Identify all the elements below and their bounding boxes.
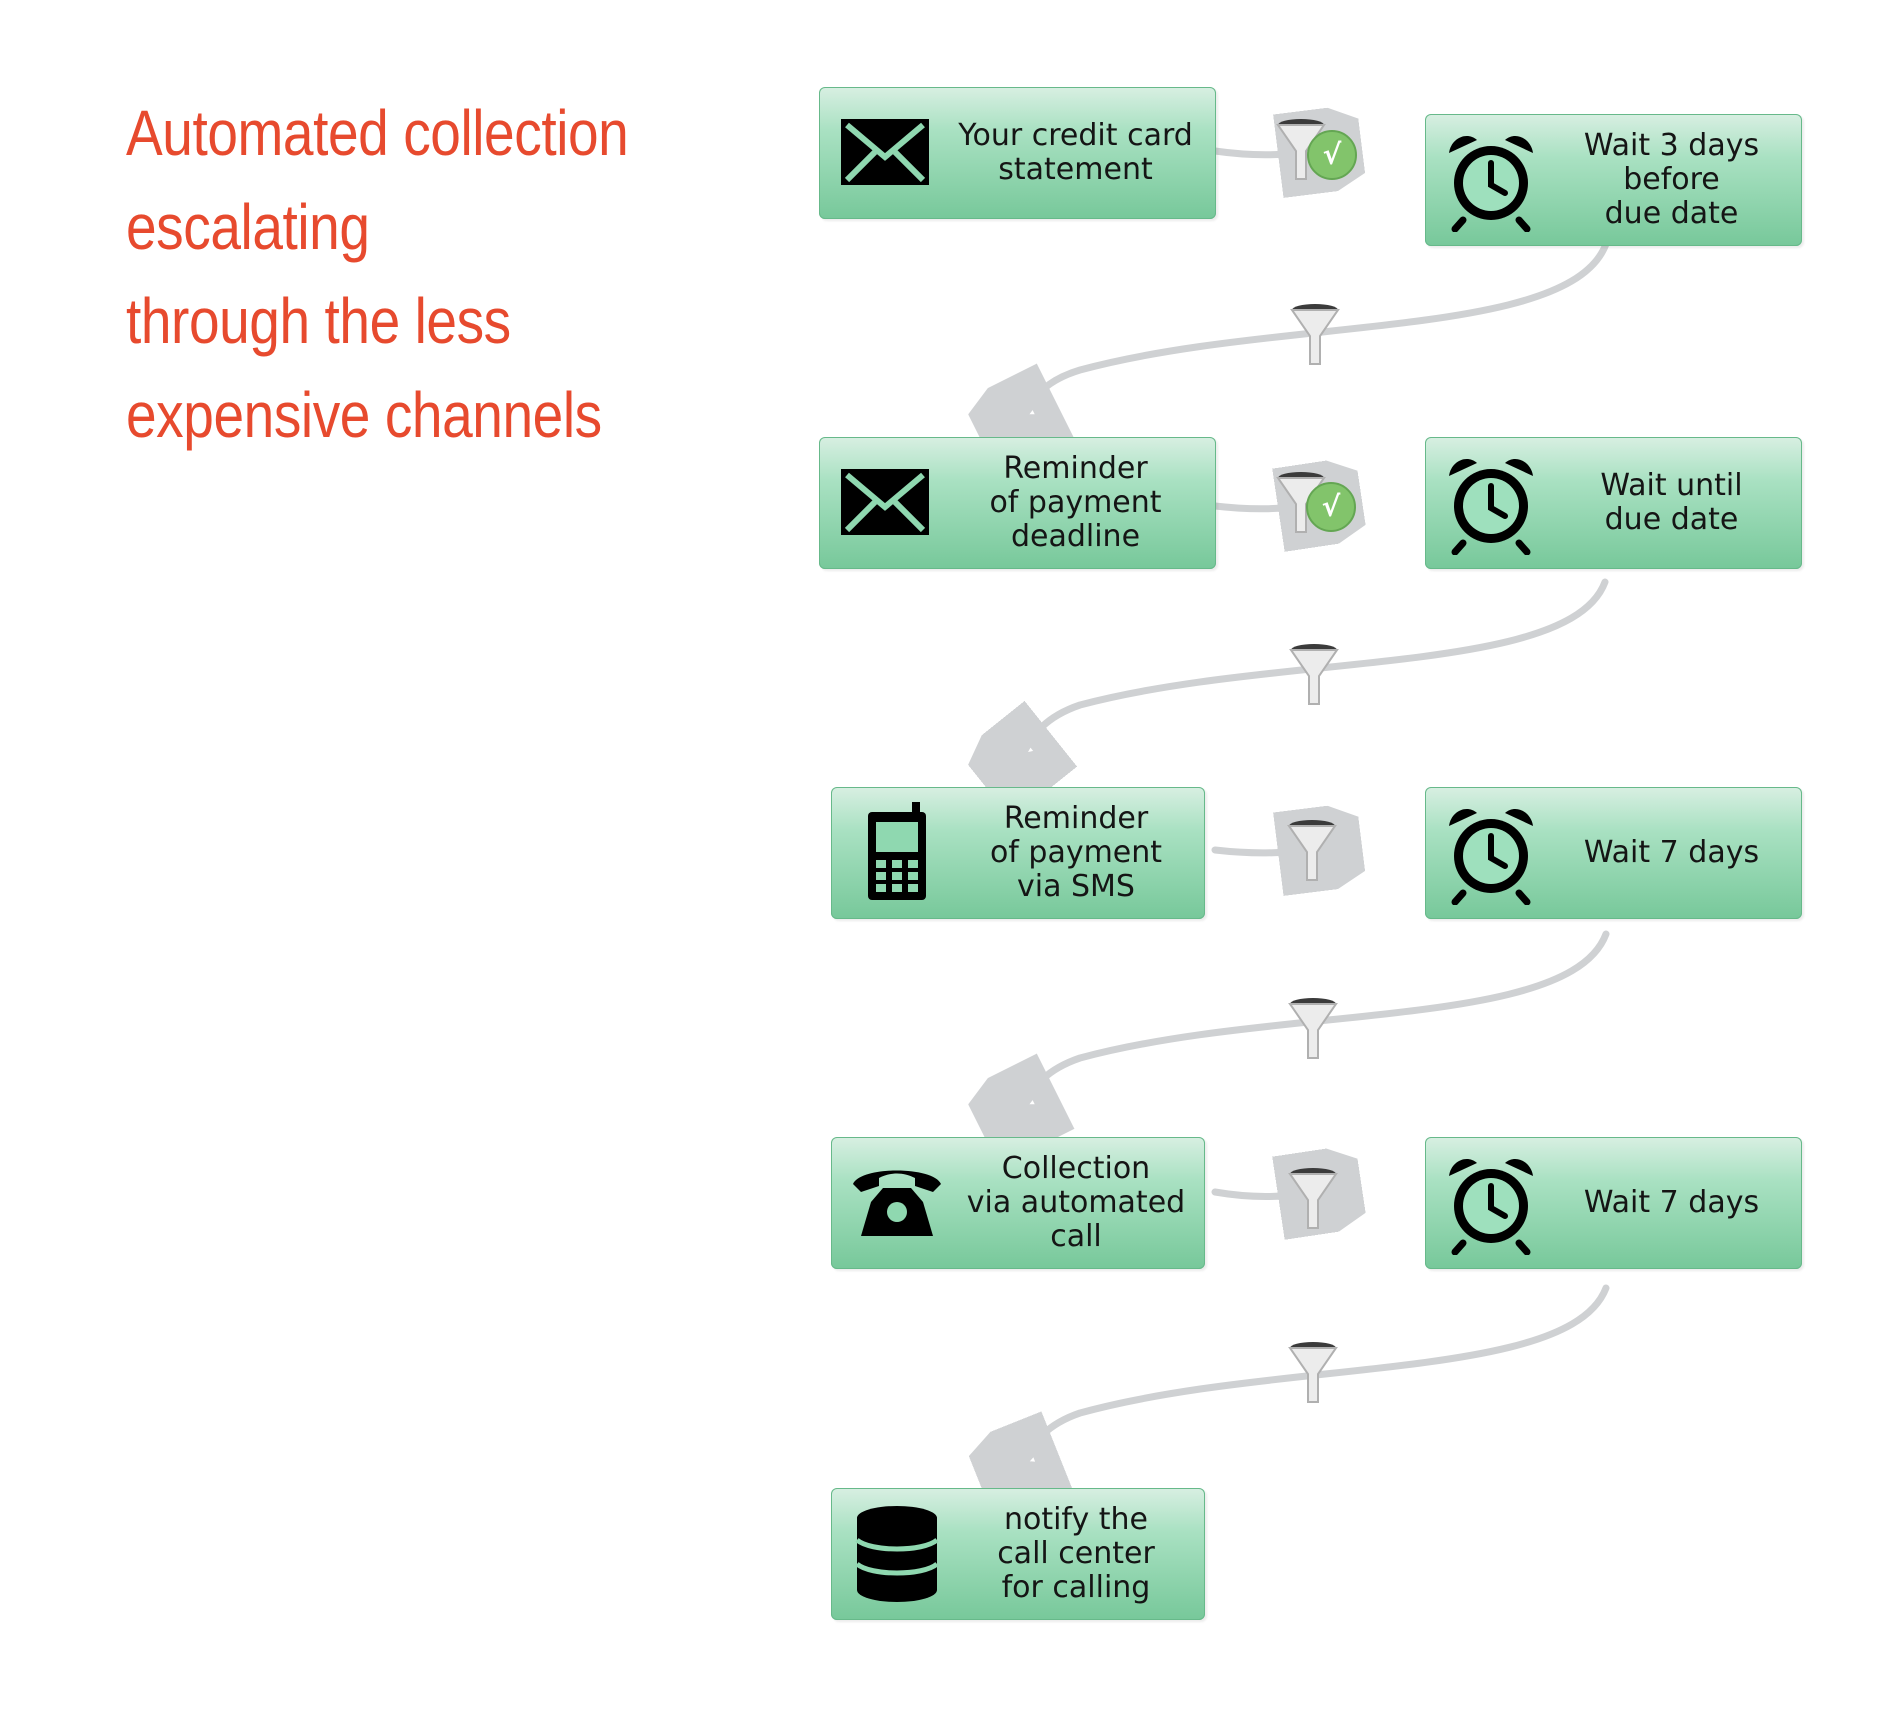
telephone-icon — [847, 1151, 947, 1255]
node-label: Wait 7 days — [1583, 1185, 1760, 1220]
node-notify-call-center[interactable]: notify the call center for calling — [831, 1488, 1205, 1620]
connector-6 — [1018, 930, 1610, 1110]
filter-funnel-icon[interactable] — [1288, 996, 1338, 1068]
node-label: Wait 3 days before due date — [1583, 128, 1760, 231]
alarm-clock-icon — [1441, 1151, 1541, 1255]
mobile-phone-icon — [847, 801, 947, 905]
node-wait-until-due-date[interactable]: Wait until due date — [1425, 437, 1802, 569]
title-line-1: Automated collection — [126, 97, 629, 169]
node-payment-deadline-reminder[interactable]: Reminder of payment deadline — [819, 437, 1216, 569]
node-label: Wait until due date — [1600, 468, 1743, 537]
database-icon — [847, 1502, 947, 1606]
node-sms-reminder[interactable]: Reminder of payment via SMS — [831, 787, 1205, 919]
node-wait-3-days[interactable]: Wait 3 days before due date — [1425, 114, 1802, 246]
diagram-title: Automated collection escalating through … — [126, 86, 659, 462]
alarm-clock-icon — [1441, 128, 1541, 232]
node-label: Reminder of payment via SMS — [989, 801, 1163, 904]
title-line-4: expensive channels — [126, 379, 602, 451]
envelope-icon — [835, 101, 935, 205]
filter-funnel-icon[interactable] — [1288, 1340, 1338, 1412]
alarm-clock-icon — [1441, 801, 1541, 905]
node-credit-card-statement[interactable]: Your credit card statement — [819, 87, 1216, 219]
node-wait-7-days-second[interactable]: Wait 7 days — [1425, 1137, 1802, 1269]
approved-check-badge: √ — [1306, 482, 1356, 532]
node-label: Your credit card statement — [958, 118, 1193, 187]
title-line-3: through the less — [126, 285, 511, 357]
title-line-2: escalating — [126, 191, 370, 263]
node-label: Wait 7 days — [1583, 835, 1760, 870]
approved-check-badge: √ — [1307, 130, 1357, 180]
connector-8 — [1018, 1284, 1610, 1466]
connector-2 — [1018, 240, 1610, 420]
node-wait-7-days-first[interactable]: Wait 7 days — [1425, 787, 1802, 919]
envelope-icon — [835, 451, 935, 555]
filter-funnel-icon[interactable] — [1289, 642, 1339, 714]
filter-funnel-icon[interactable] — [1287, 818, 1337, 890]
filter-funnel-icon[interactable] — [1288, 1166, 1338, 1238]
filter-funnel-icon[interactable] — [1290, 302, 1340, 374]
connector-4 — [1018, 578, 1609, 760]
alarm-clock-icon — [1441, 451, 1541, 555]
node-label: notify the call center for calling — [997, 1502, 1155, 1605]
node-label: Collection via automated call — [966, 1151, 1186, 1254]
node-label: Reminder of payment deadline — [989, 451, 1162, 554]
node-automated-call-collection[interactable]: Collection via automated call — [831, 1137, 1205, 1269]
